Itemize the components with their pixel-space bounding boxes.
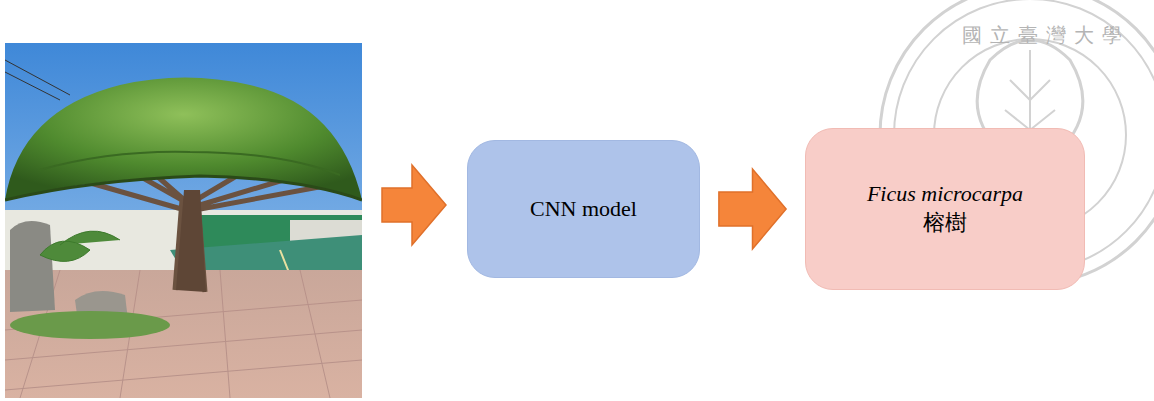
node-title: Ficus microcarpa (867, 180, 1023, 209)
result-box: Ficus microcarpa榕樹 (805, 128, 1085, 290)
block-arrow (719, 169, 786, 249)
tree-photo (5, 43, 362, 398)
process-box: CNN model (467, 140, 700, 278)
watermark-text: 國立臺灣大學 (962, 22, 1130, 49)
node-title: CNN model (530, 195, 637, 224)
block-arrow (382, 165, 446, 245)
node-subtitle: 榕樹 (923, 209, 967, 238)
